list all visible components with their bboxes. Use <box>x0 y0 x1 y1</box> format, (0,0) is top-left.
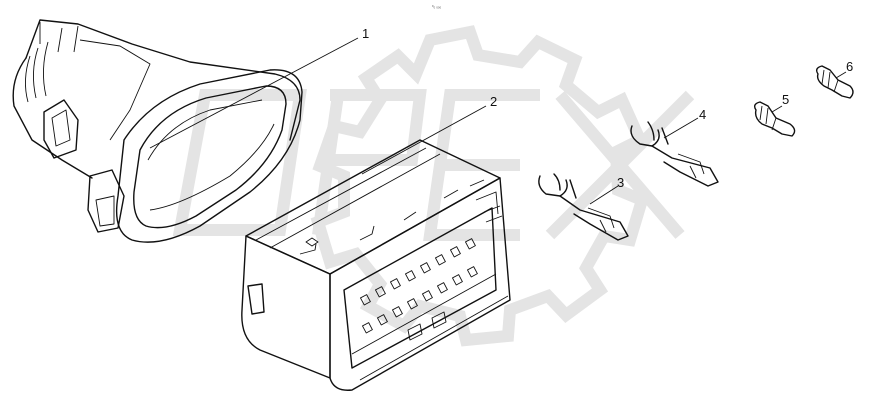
part-6-seal <box>815 65 854 99</box>
boot-side-clip <box>87 169 125 233</box>
terminal-4-body <box>651 145 719 187</box>
watermark-letter-o <box>172 89 307 236</box>
boot-oval-rim-outer <box>115 69 303 243</box>
housing-top-ridges <box>255 147 485 255</box>
leader-3 <box>589 185 619 205</box>
opex-watermark <box>172 25 695 347</box>
part-3-terminal <box>538 173 629 241</box>
leader-5 <box>771 105 783 113</box>
terminal-3-crimp-wings <box>538 173 577 199</box>
header-mark: º₀ ₀₀₀ <box>432 4 442 9</box>
callout-labels: 1 2 3 4 5 6 <box>362 26 853 190</box>
leader-6 <box>835 71 847 79</box>
leader-2 <box>361 105 487 175</box>
terminal-4-crimp-wings <box>630 121 669 147</box>
housing-front-face <box>329 177 511 391</box>
seal-6-outline <box>815 65 854 99</box>
housing-side-latch <box>247 283 265 315</box>
boot-latch <box>43 99 79 159</box>
leader-4 <box>663 117 699 139</box>
callout-3: 3 <box>617 175 624 190</box>
callout-6: 6 <box>846 59 853 74</box>
housing-cavity-block <box>343 207 497 369</box>
boot-cable-tube <box>25 19 301 141</box>
terminal-3-body <box>559 195 629 241</box>
callout-5: 5 <box>782 92 789 107</box>
watermark-letter-e <box>423 89 540 241</box>
part-2-connector-housing <box>241 139 511 391</box>
part-1-connector-boot <box>12 19 303 243</box>
boot-tube-ridges <box>25 22 79 103</box>
watermark-letter-p <box>312 89 427 236</box>
callout-1: 1 <box>362 26 369 41</box>
seal-5-outline <box>753 101 796 137</box>
boot-tube-lower-edge <box>12 57 93 179</box>
boot-oval-rim-inner <box>133 85 287 229</box>
part-4-terminal <box>630 121 719 187</box>
part-5-seal <box>753 101 796 137</box>
housing-terminal-cavities <box>360 238 478 334</box>
housing-left-face <box>241 235 331 379</box>
leader-1 <box>149 37 359 149</box>
callout-2: 2 <box>490 94 497 109</box>
callout-leaders <box>149 37 847 205</box>
watermark-letter-x <box>545 90 695 240</box>
callout-4: 4 <box>699 107 706 122</box>
